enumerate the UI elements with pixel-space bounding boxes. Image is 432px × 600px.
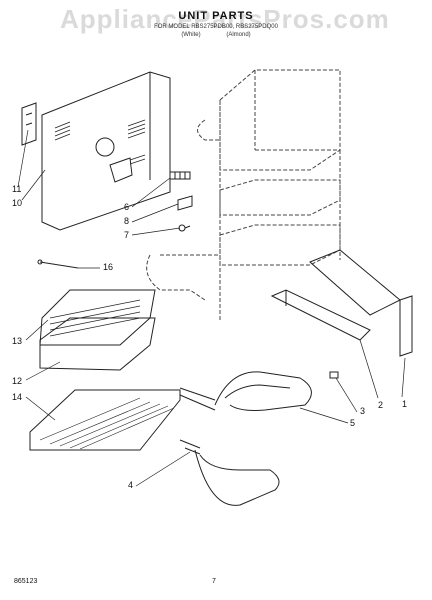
document-code: 865123 xyxy=(14,578,38,585)
callout-11: 11 xyxy=(12,184,22,194)
front-rail xyxy=(270,289,371,341)
model-subtitle: FOR MODEL RBS275PDB00, RBS275PDQ00 xyxy=(154,24,278,30)
callout-16: 16 xyxy=(103,262,114,272)
bake-element xyxy=(179,439,280,506)
broil-element xyxy=(179,371,312,411)
callout-13: 13 xyxy=(12,336,23,346)
callout-12: 12 xyxy=(12,376,23,386)
page-title: UNIT PARTS xyxy=(178,10,254,22)
oven-cavity-outline xyxy=(146,69,341,320)
callout-8: 8 xyxy=(124,216,130,226)
callout-3: 3 xyxy=(360,406,366,416)
callout-2: 2 xyxy=(378,400,384,410)
oven-back-panel xyxy=(41,71,171,231)
callout-7: 7 xyxy=(124,230,130,240)
terminal-cover xyxy=(177,195,193,211)
rail-clip xyxy=(329,371,339,379)
leader-lines xyxy=(17,129,406,487)
page-number: 7 xyxy=(212,578,216,585)
screw xyxy=(178,224,191,232)
callout-5: 5 xyxy=(350,418,356,428)
callout-14: 14 xyxy=(12,392,23,402)
temperature-sensor xyxy=(37,259,79,269)
watermark: AppliancePartsPros.com xyxy=(60,4,390,34)
callout-4: 4 xyxy=(128,480,134,490)
oven-rack xyxy=(29,389,181,451)
callout-1: 1 xyxy=(402,399,408,409)
variant-white: (White) xyxy=(181,32,201,38)
color-variants: (White) (Almond) xyxy=(0,32,432,38)
end-cap xyxy=(399,295,413,357)
callout-6: 6 xyxy=(124,202,130,212)
panel-bracket xyxy=(21,102,37,146)
terminal-block xyxy=(169,171,191,180)
side-trim xyxy=(309,249,401,316)
variant-almond: (Almond) xyxy=(226,32,251,38)
broiler-pan xyxy=(39,317,156,371)
callout-10: 10 xyxy=(12,198,23,208)
